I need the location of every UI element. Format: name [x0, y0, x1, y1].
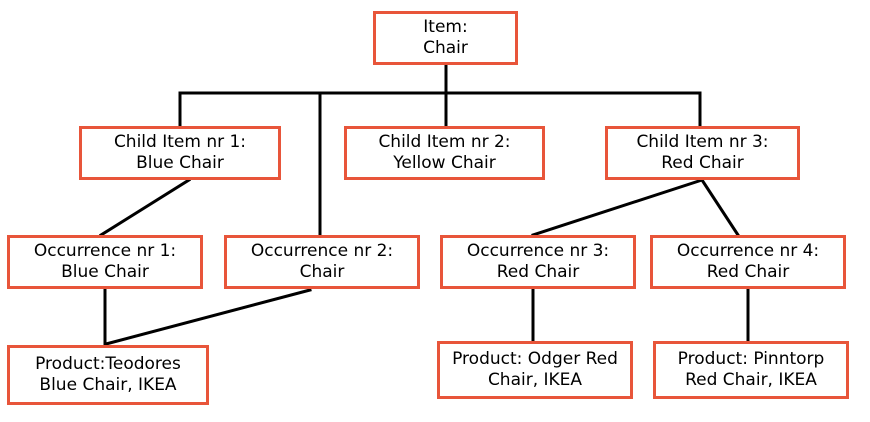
node-line-secondary: Blue Chair [136, 153, 224, 173]
connector-occurrence-2-to-product-teodores [104, 288, 312, 346]
node-occurrence-1[interactable]: Occurrence nr 1: Blue Chair [7, 235, 203, 289]
node-product-pinntorp[interactable]: Product: Pinntorp Red Chair, IKEA [653, 341, 849, 399]
node-product-teodores[interactable]: Product:Teodores Blue Chair, IKEA [7, 345, 209, 405]
node-line-secondary: Red Chair [706, 262, 790, 282]
node-line-secondary: Red Chair [661, 153, 744, 173]
node-child-item-3[interactable]: Child Item nr 3: Red Chair [605, 126, 800, 180]
node-line-primary: Occurrence nr 1: [33, 241, 177, 262]
node-product-odger[interactable]: Product: Odger Red Chair, IKEA [437, 341, 633, 399]
node-line-secondary: Chair, IKEA [487, 370, 583, 390]
node-line-primary: Product: Pinntorp [677, 349, 825, 370]
node-line-primary: Product: Odger Red [452, 349, 618, 370]
node-occurrence-3[interactable]: Occurrence nr 3: Red Chair [440, 235, 636, 289]
connector-child-3-to-occurrence-4 [699, 177, 741, 238]
node-line-primary: Occurrence nr 3: [466, 241, 610, 262]
node-line-primary: Child Item nr 3: [636, 132, 769, 153]
node-line-secondary: Chair [423, 38, 468, 58]
node-line-primary: Child Item nr 2: [378, 132, 511, 153]
node-line-secondary: Blue Chair [61, 262, 149, 282]
node-line-primary: Item: [423, 17, 468, 38]
node-line-primary: Occurrence nr 2: [250, 241, 394, 262]
connector-child-3-to-occurrence-3 [531, 178, 704, 237]
node-child-item-2[interactable]: Child Item nr 2: Yellow Chair [344, 126, 545, 180]
node-item-chair[interactable]: Item: Chair [373, 11, 518, 65]
node-line-secondary: Blue Chair, IKEA [39, 375, 177, 395]
node-occurrence-4[interactable]: Occurrence nr 4: Red Chair [650, 235, 846, 289]
node-line-secondary: Yellow Chair [393, 153, 496, 173]
node-line-primary: Child Item nr 1: [113, 132, 247, 153]
node-line-primary: Occurrence nr 4: [676, 241, 820, 262]
node-child-item-1[interactable]: Child Item nr 1: Blue Chair [79, 126, 281, 180]
node-line-primary: Product:Teodores [35, 354, 181, 375]
node-occurrence-2[interactable]: Occurrence nr 2: Chair [224, 235, 420, 289]
node-line-secondary: Chair [299, 262, 345, 282]
connector-child-1-to-occurrence-1 [98, 177, 192, 238]
node-line-secondary: Red Chair, IKEA [685, 370, 817, 390]
node-line-secondary: Red Chair [496, 262, 580, 282]
